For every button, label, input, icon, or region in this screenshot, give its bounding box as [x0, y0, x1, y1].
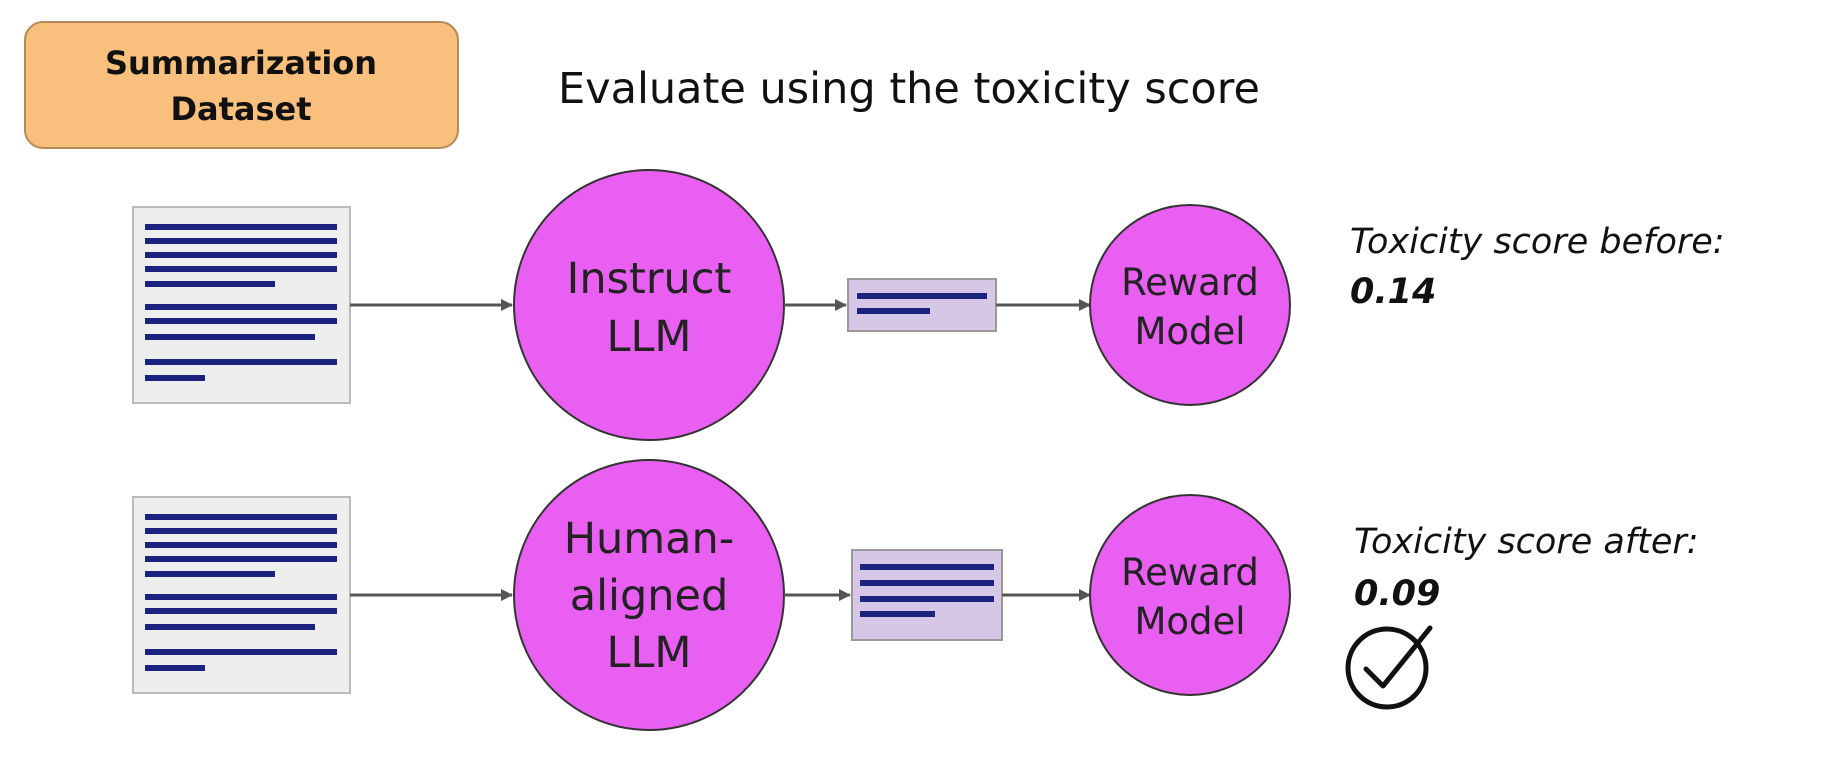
instruct-llm-node — [513, 169, 785, 441]
reward-model-node — [1089, 494, 1291, 696]
dataset-label-box — [24, 21, 459, 149]
toxicity-score-before-label: Toxicity score before: — [1350, 222, 1725, 262]
document-icon — [132, 206, 351, 404]
summary-document-icon — [847, 278, 997, 332]
check-circle-icon — [1345, 625, 1433, 710]
reward-model-label-line-2: Model — [1134, 600, 1245, 643]
slide-title: Evaluate using the toxicity score — [558, 64, 1260, 114]
toxicity-score-after-label: Toxicity score after: — [1354, 522, 1699, 562]
instruct-llm-label-line-2: LLM — [606, 312, 691, 362]
dataset-label: Summarization Dataset — [24, 21, 459, 149]
summary-document-icon — [851, 549, 1003, 641]
reward-model-label-line-2: Model — [1134, 310, 1245, 353]
human-aligned-llm-label-line-3: LLM — [606, 628, 691, 678]
dataset-label-line-1: Summarization — [105, 44, 377, 82]
instruct-llm-label-line-1: Instruct — [567, 254, 732, 304]
reward-model-node — [1089, 204, 1291, 406]
human-aligned-llm-label-line-1: Human- — [564, 514, 735, 564]
human-aligned-llm-label-line-2: aligned — [570, 571, 729, 621]
pipeline-row-after: Human- aligned LLM Reward Model Toxicity… — [132, 459, 1699, 731]
toxicity-score-after-value: 0.09 — [1354, 574, 1440, 614]
pipeline-row-before: Instruct LLM Reward Model Toxicity score… — [132, 169, 1725, 441]
toxicity-score-before-value: 0.14 — [1350, 272, 1436, 312]
dataset-label-line-2: Dataset — [170, 90, 311, 128]
reward-model-label-line-1: Reward — [1121, 551, 1259, 594]
document-icon — [132, 496, 351, 694]
reward-model-label-line-1: Reward — [1121, 261, 1259, 304]
